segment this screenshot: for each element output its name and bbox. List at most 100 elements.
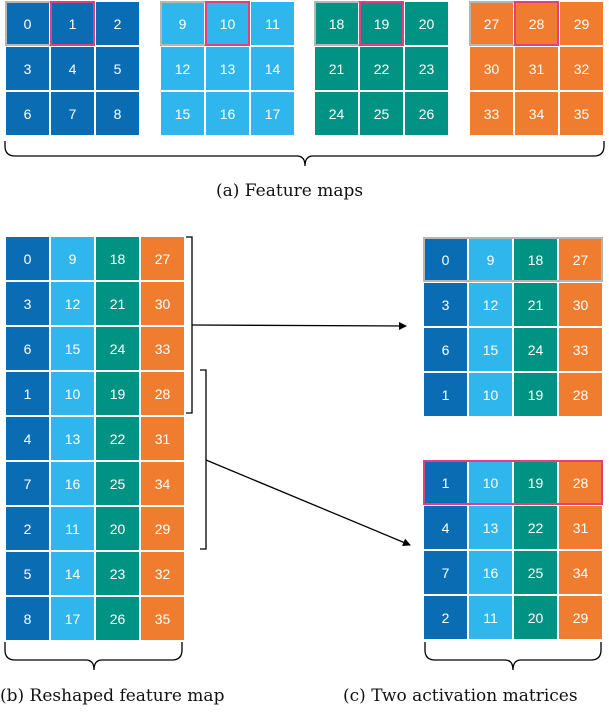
reshaped-cell-dark-blue: 4 xyxy=(5,416,50,461)
reshaped-cell-light-blue: 11 xyxy=(50,506,95,551)
activation-cell-dark-blue: 1 xyxy=(423,372,468,417)
reshaped-cell-dark-blue: 1 xyxy=(5,371,50,416)
brace-activation-matrices xyxy=(424,642,602,671)
activation-cell-light-blue: 15 xyxy=(468,327,513,372)
reshaped-cell-light-blue: 9 xyxy=(50,236,95,281)
feature-map-cell-orange: 33 xyxy=(469,91,514,136)
activation-cell-light-blue: 9 xyxy=(468,237,513,282)
activation-cell-dark-blue: 6 xyxy=(423,327,468,372)
feature-map-cell-dark-blue: 4 xyxy=(50,46,95,91)
caption-activation-matrices: (c) Two activation matrices xyxy=(343,686,578,706)
activation-cell-light-blue: 13 xyxy=(468,505,513,550)
caption-feature-maps: (a) Feature maps xyxy=(216,181,364,201)
reshaped-cell-dark-blue: 3 xyxy=(5,281,50,326)
feature-map-cell-orange: 32 xyxy=(559,46,604,91)
reshaped-cell-teal: 23 xyxy=(95,551,140,596)
activation-cell-orange: 34 xyxy=(558,550,603,595)
feature-map-cell-light-blue: 12 xyxy=(160,46,205,91)
activation-cell-light-blue: 12 xyxy=(468,282,513,327)
reshaped-cell-dark-blue: 6 xyxy=(5,326,50,371)
reshaped-cell-teal: 22 xyxy=(95,416,140,461)
activation-cell-teal: 24 xyxy=(513,327,558,372)
reshaped-cell-orange: 33 xyxy=(140,326,185,371)
reshaped-cell-light-blue: 17 xyxy=(50,596,95,641)
activation-cell-teal: 19 xyxy=(513,460,558,505)
feature-map-cell-orange: 35 xyxy=(559,91,604,136)
feature-map-cell-dark-blue: 3 xyxy=(5,46,50,91)
reshaped-cell-light-blue: 12 xyxy=(50,281,95,326)
feature-map-cell-light-blue: 17 xyxy=(250,91,295,136)
activation-cell-light-blue: 11 xyxy=(468,595,513,640)
feature-map-cell-orange: 30 xyxy=(469,46,514,91)
bracket-first-four-rows xyxy=(186,236,193,414)
reshaped-cell-light-blue: 13 xyxy=(50,416,95,461)
reshaped-cell-teal: 26 xyxy=(95,596,140,641)
feature-map-cell-light-blue: 16 xyxy=(205,91,250,136)
feature-map-cell-dark-blue: 8 xyxy=(95,91,140,136)
feature-map-cell-orange: 29 xyxy=(559,1,604,46)
reshaped-cell-orange: 31 xyxy=(140,416,185,461)
reshaped-cell-teal: 24 xyxy=(95,326,140,371)
reshaped-cell-dark-blue: 8 xyxy=(5,596,50,641)
reshaped-cell-dark-blue: 5 xyxy=(5,551,50,596)
feature-map-cell-teal: 25 xyxy=(359,91,404,136)
feature-map-cell-orange: 31 xyxy=(514,46,559,91)
reshaped-cell-light-blue: 14 xyxy=(50,551,95,596)
feature-map-cell-light-blue: 14 xyxy=(250,46,295,91)
feature-map-cell-dark-blue: 6 xyxy=(5,91,50,136)
activation-cell-orange: 33 xyxy=(558,327,603,372)
feature-map-cell-teal: 18 xyxy=(314,1,359,46)
feature-map-cell-teal: 24 xyxy=(314,91,359,136)
feature-map-cell-dark-blue: 2 xyxy=(95,1,140,46)
feature-map-cell-light-blue: 13 xyxy=(205,46,250,91)
feature-map-cell-teal: 20 xyxy=(404,1,449,46)
reshaped-cell-teal: 25 xyxy=(95,461,140,506)
brace-reshaped-map xyxy=(4,642,183,671)
activation-cell-orange: 31 xyxy=(558,505,603,550)
activation-cell-teal: 20 xyxy=(513,595,558,640)
feature-map-cell-dark-blue: 5 xyxy=(95,46,140,91)
activation-cell-orange: 30 xyxy=(558,282,603,327)
feature-map-cell-teal: 21 xyxy=(314,46,359,91)
reshaped-cell-light-blue: 16 xyxy=(50,461,95,506)
feature-map-cell-teal: 23 xyxy=(404,46,449,91)
activation-cell-dark-blue: 4 xyxy=(423,505,468,550)
reshaped-cell-teal: 19 xyxy=(95,371,140,416)
activation-cell-dark-blue: 2 xyxy=(423,595,468,640)
activation-cell-teal: 25 xyxy=(513,550,558,595)
activation-cell-light-blue: 10 xyxy=(468,372,513,417)
activation-cell-light-blue: 16 xyxy=(468,550,513,595)
activation-cell-teal: 19 xyxy=(513,372,558,417)
activation-cell-teal: 22 xyxy=(513,505,558,550)
reshaped-cell-light-blue: 10 xyxy=(50,371,95,416)
activation-cell-teal: 21 xyxy=(513,282,558,327)
reshaped-cell-orange: 32 xyxy=(140,551,185,596)
feature-map-cell-teal: 22 xyxy=(359,46,404,91)
arrow-to-matrix-1 xyxy=(191,321,407,330)
reshaped-cell-orange: 35 xyxy=(140,596,185,641)
activation-cell-dark-blue: 3 xyxy=(423,282,468,327)
reshaped-cell-light-blue: 15 xyxy=(50,326,95,371)
reshaped-cell-orange: 34 xyxy=(140,461,185,506)
feature-map-cell-light-blue: 11 xyxy=(250,1,295,46)
activation-cell-dark-blue: 7 xyxy=(423,550,468,595)
reshaped-cell-teal: 18 xyxy=(95,236,140,281)
arrow-to-matrix-2 xyxy=(205,459,411,546)
reshaped-cell-orange: 30 xyxy=(140,281,185,326)
reshaped-cell-dark-blue: 7 xyxy=(5,461,50,506)
feature-map-cell-dark-blue: 7 xyxy=(50,91,95,136)
feature-map-cell-light-blue: 15 xyxy=(160,91,205,136)
reshaped-cell-teal: 20 xyxy=(95,506,140,551)
feature-map-cell-orange: 34 xyxy=(514,91,559,136)
reshaped-cell-orange: 29 xyxy=(140,506,185,551)
activation-cell-orange: 29 xyxy=(558,595,603,640)
reshaped-cell-orange: 27 xyxy=(140,236,185,281)
